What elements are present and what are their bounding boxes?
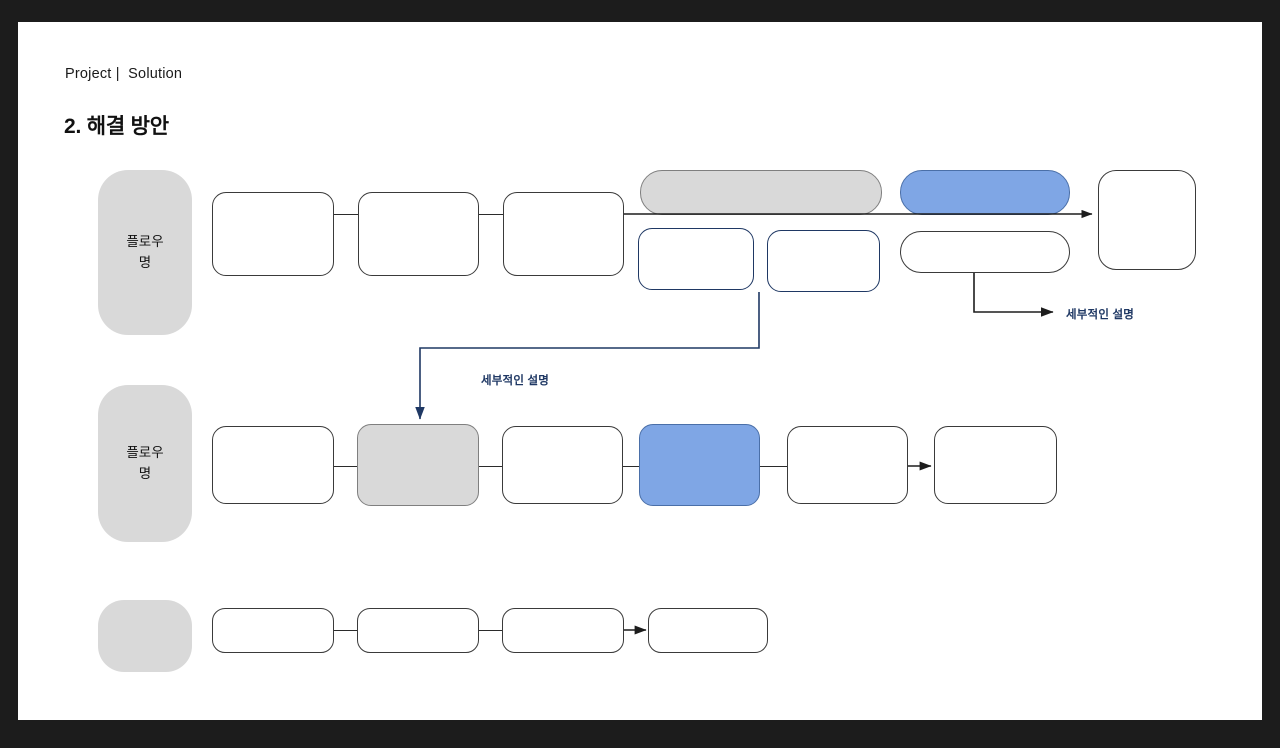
flow-2-connector-1-2 <box>334 466 357 467</box>
flow-3-connector-1-2 <box>334 630 357 631</box>
flow-1-sub-node-1[interactable] <box>638 228 754 290</box>
flow-1-sub-node-2[interactable] <box>767 230 880 292</box>
page-title: 2. 해결 방안 <box>64 115 169 138</box>
flow-2-node-4[interactable] <box>639 424 760 506</box>
flow-2-connector-4-5 <box>760 466 787 467</box>
flow-1-group-label-text: 플로우 명 <box>126 234 164 270</box>
flow-2-node-5[interactable] <box>787 426 908 504</box>
flow-1-node-4[interactable] <box>640 170 882 215</box>
flow-2-node-6[interactable] <box>934 426 1057 504</box>
flow-1-connector-1-2 <box>334 214 358 215</box>
flow-3-connector-2-3 <box>479 630 502 631</box>
flow-2-group-label[interactable]: 플로우 명 <box>98 385 192 542</box>
flow-3-group-label[interactable] <box>98 600 192 672</box>
flow-2-node-2[interactable] <box>357 424 479 506</box>
connector-overlay <box>415 209 1093 635</box>
flow-1-callout-elbow-right <box>973 273 1054 317</box>
flow-1-to-flow-2-elbow <box>415 292 760 420</box>
slide-canvas: Project | Solution 2. 해결 방안 플로우 명 <box>18 22 1262 720</box>
flow-1-node-2[interactable] <box>358 192 479 276</box>
flow-3-node-3[interactable] <box>502 608 624 653</box>
flow-2-connector-3-4 <box>623 466 639 467</box>
flow-2-connector-2-3 <box>479 466 502 467</box>
flow-1-connector-2-3 <box>479 214 503 215</box>
flow-1-node-6[interactable] <box>1098 170 1196 270</box>
annotation-detail-right: 세부적인 설명 <box>1066 309 1135 321</box>
breadcrumb: Project | Solution <box>65 66 183 82</box>
flow-1-sub-node-3[interactable] <box>900 231 1070 273</box>
flow-3-node-1[interactable] <box>212 608 334 653</box>
flow-2-group-label-text: 플로우 명 <box>126 445 164 481</box>
flow-1-group-label[interactable]: 플로우 명 <box>98 170 192 335</box>
flow-1-node-5[interactable] <box>900 170 1070 215</box>
flow-3-node-4[interactable] <box>648 608 768 653</box>
flow-3-node-2[interactable] <box>357 608 479 653</box>
flow-1-node-1[interactable] <box>212 192 334 276</box>
flow-1-node-3[interactable] <box>503 192 624 276</box>
flow-2-node-3[interactable] <box>502 426 623 504</box>
flow-2-node-1[interactable] <box>212 426 334 504</box>
annotation-detail-middle: 세부적인 설명 <box>481 375 550 387</box>
